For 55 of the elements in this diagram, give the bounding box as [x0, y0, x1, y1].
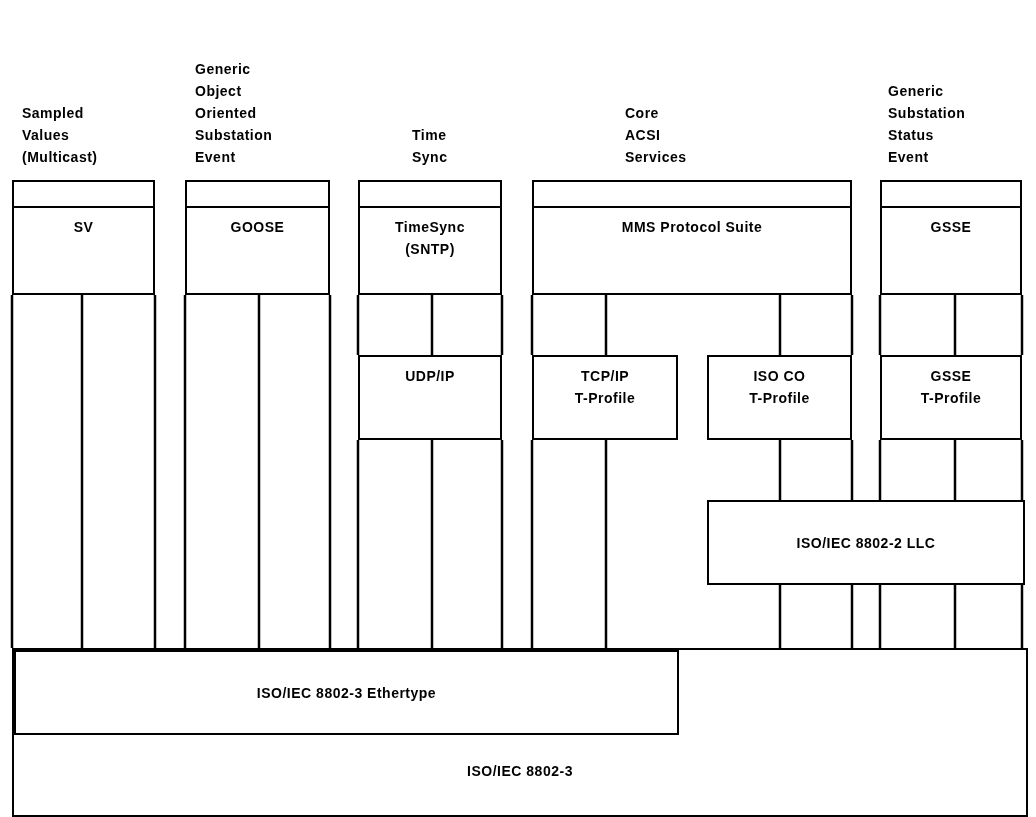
connector-line: [604, 440, 608, 648]
connector-line: [953, 295, 957, 355]
protocol-label: GSSE T-Profile: [919, 367, 983, 408]
connector-line: [778, 295, 782, 355]
protocol-label: ISO/IEC 8802-3 Ethertype: [256, 683, 437, 703]
protocol-label: ISO/IEC 8802-3: [467, 762, 573, 781]
connector-line: [328, 295, 332, 648]
protocol-box: [707, 500, 1025, 585]
connector-line: [604, 295, 608, 355]
column-heading: Sampled Values (Multicast): [22, 104, 98, 167]
column-heading: Core ACSI Services: [625, 104, 687, 167]
layer-box: [12, 648, 1028, 817]
protocol-box: [532, 355, 678, 440]
protocol-label: TimeSync (SNTP): [394, 218, 466, 259]
connector-line: [530, 295, 534, 355]
connector-line: [778, 440, 782, 500]
protocol-box: [358, 355, 502, 440]
connector-line: [80, 295, 84, 648]
connector-line: [953, 585, 957, 648]
protocol-label: UDP/IP: [405, 367, 455, 386]
connector-line: [1020, 440, 1024, 500]
protocol-label: ISO CO T-Profile: [748, 367, 811, 408]
connector-line: [953, 440, 957, 500]
column-heading: Generic Substation Status Event: [888, 82, 966, 167]
column-heading: Time Sync: [412, 126, 448, 167]
protocol-label: GSSE: [930, 218, 972, 237]
connector-line: [500, 295, 504, 355]
protocol-label: MMS Protocol Suite: [621, 218, 763, 237]
protocol-label: SV: [73, 218, 94, 237]
connector-line: [356, 295, 360, 355]
connector-line: [878, 585, 882, 648]
connector-line: [850, 295, 854, 355]
connector-line: [10, 295, 14, 648]
protocol-box: [707, 355, 852, 440]
connector-line: [878, 440, 882, 500]
protocol-box: [880, 355, 1022, 440]
protocol-box: [14, 650, 679, 735]
protocol-label: ISO/IEC 8802-2 LLC: [796, 533, 936, 553]
connector-line: [257, 295, 261, 648]
connector-line: [430, 295, 434, 355]
connector-line: [1020, 295, 1024, 355]
connector-line: [1020, 585, 1024, 648]
connector-line: [500, 440, 504, 648]
connector-line: [850, 585, 854, 648]
connector-line: [153, 295, 157, 648]
connector-line: [530, 440, 534, 648]
connector-line: [430, 440, 434, 648]
connector-line: [850, 440, 854, 500]
connector-line: [356, 440, 360, 648]
connector-line: [183, 295, 187, 648]
connector-line: [878, 295, 882, 355]
column-heading: Generic Object Oriented Substation Event: [195, 60, 273, 167]
connector-line: [778, 585, 782, 648]
protocol-label: TCP/IP T-Profile: [573, 367, 637, 408]
protocol-label: GOOSE: [230, 218, 285, 237]
